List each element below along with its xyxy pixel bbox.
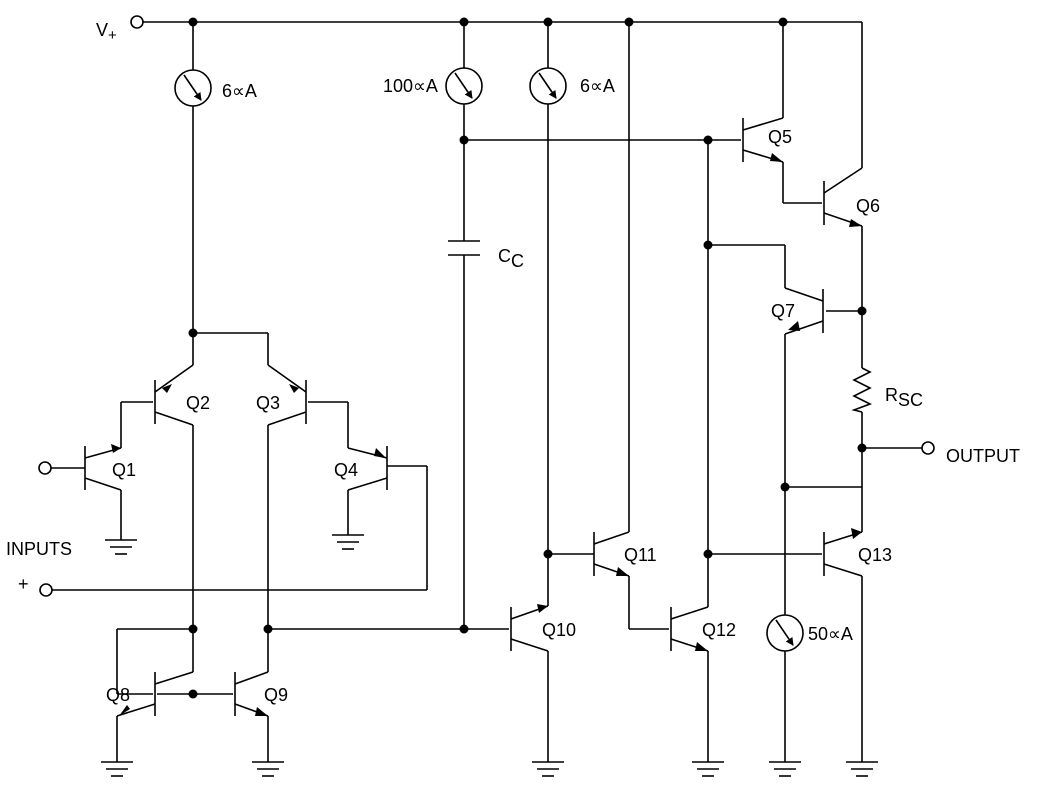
ground-symbol bbox=[101, 761, 133, 777]
ground-symbol bbox=[846, 761, 878, 777]
q13-label: Q13 bbox=[858, 545, 892, 565]
transistor-q4 bbox=[347, 446, 388, 491]
resistor-rsc bbox=[851, 367, 872, 413]
transistor-q1 bbox=[84, 444, 122, 491]
output-label: OUTPUT bbox=[946, 446, 1020, 466]
wires bbox=[50, 21, 922, 762]
current-source-6ua-right bbox=[529, 67, 567, 105]
transistor-q8 bbox=[116, 671, 194, 717]
q9-label: Q9 bbox=[264, 685, 288, 705]
q3-label: Q3 bbox=[256, 393, 280, 413]
current-label-6ua-right: 6∝A bbox=[580, 76, 615, 96]
q4-label: Q4 bbox=[334, 460, 358, 480]
transistor-q10 bbox=[510, 604, 549, 652]
terminals bbox=[38, 15, 935, 597]
labels: V+ 6∝A 100∝A 6∝A CC Q1 Q2 Q3 Q4 Q5 Q6 Q7… bbox=[6, 20, 1020, 705]
inputs-label: INPUTS bbox=[6, 539, 72, 559]
transistor-q5 bbox=[742, 117, 784, 163]
vplus-terminal bbox=[130, 15, 144, 29]
q8-label: Q8 bbox=[106, 685, 130, 705]
plus-label: + bbox=[18, 574, 29, 594]
current-label-50ua: 50∝A bbox=[808, 624, 853, 644]
input-plus-terminal bbox=[39, 583, 53, 597]
q1-label: Q1 bbox=[112, 460, 136, 480]
q7-label: Q7 bbox=[771, 301, 795, 321]
q10-label: Q10 bbox=[542, 620, 576, 640]
q2-label: Q2 bbox=[186, 393, 210, 413]
q11-label: Q11 bbox=[624, 545, 657, 565]
vplus-label: V+ bbox=[96, 20, 117, 44]
current-label-100ua: 100∝A bbox=[383, 76, 438, 96]
transistor-q6 bbox=[823, 167, 863, 227]
junction-dots bbox=[188, 17, 867, 699]
current-label-6ua-left: 6∝A bbox=[222, 81, 257, 101]
transistor-q9 bbox=[234, 671, 269, 717]
transistor-q3 bbox=[267, 364, 307, 426]
q5-label: Q5 bbox=[768, 127, 792, 147]
ground-symbol bbox=[769, 761, 801, 777]
ground-symbol bbox=[332, 534, 364, 550]
current-source-50ua bbox=[766, 614, 804, 652]
q12-label: Q12 bbox=[702, 620, 736, 640]
capacitor-cc bbox=[448, 240, 480, 256]
transistor-q7 bbox=[784, 287, 824, 335]
transistor-q13 bbox=[823, 528, 863, 577]
ground-symbol bbox=[692, 761, 724, 777]
transistor-q11 bbox=[593, 531, 630, 577]
transistor-q2 bbox=[154, 364, 194, 426]
ground-symbol bbox=[532, 761, 564, 777]
ground-symbol bbox=[252, 761, 284, 777]
input-minus-terminal bbox=[38, 461, 52, 475]
output-terminal bbox=[921, 441, 935, 455]
resistor-label: RSC bbox=[885, 385, 923, 410]
grounds bbox=[101, 534, 878, 777]
current-source-100ua bbox=[445, 67, 483, 105]
q6-label: Q6 bbox=[856, 196, 880, 216]
transistor-q12 bbox=[670, 606, 709, 652]
ground-symbol bbox=[105, 539, 137, 555]
capacitor-label: CC bbox=[498, 246, 524, 271]
current-source-6ua-left bbox=[174, 69, 212, 107]
